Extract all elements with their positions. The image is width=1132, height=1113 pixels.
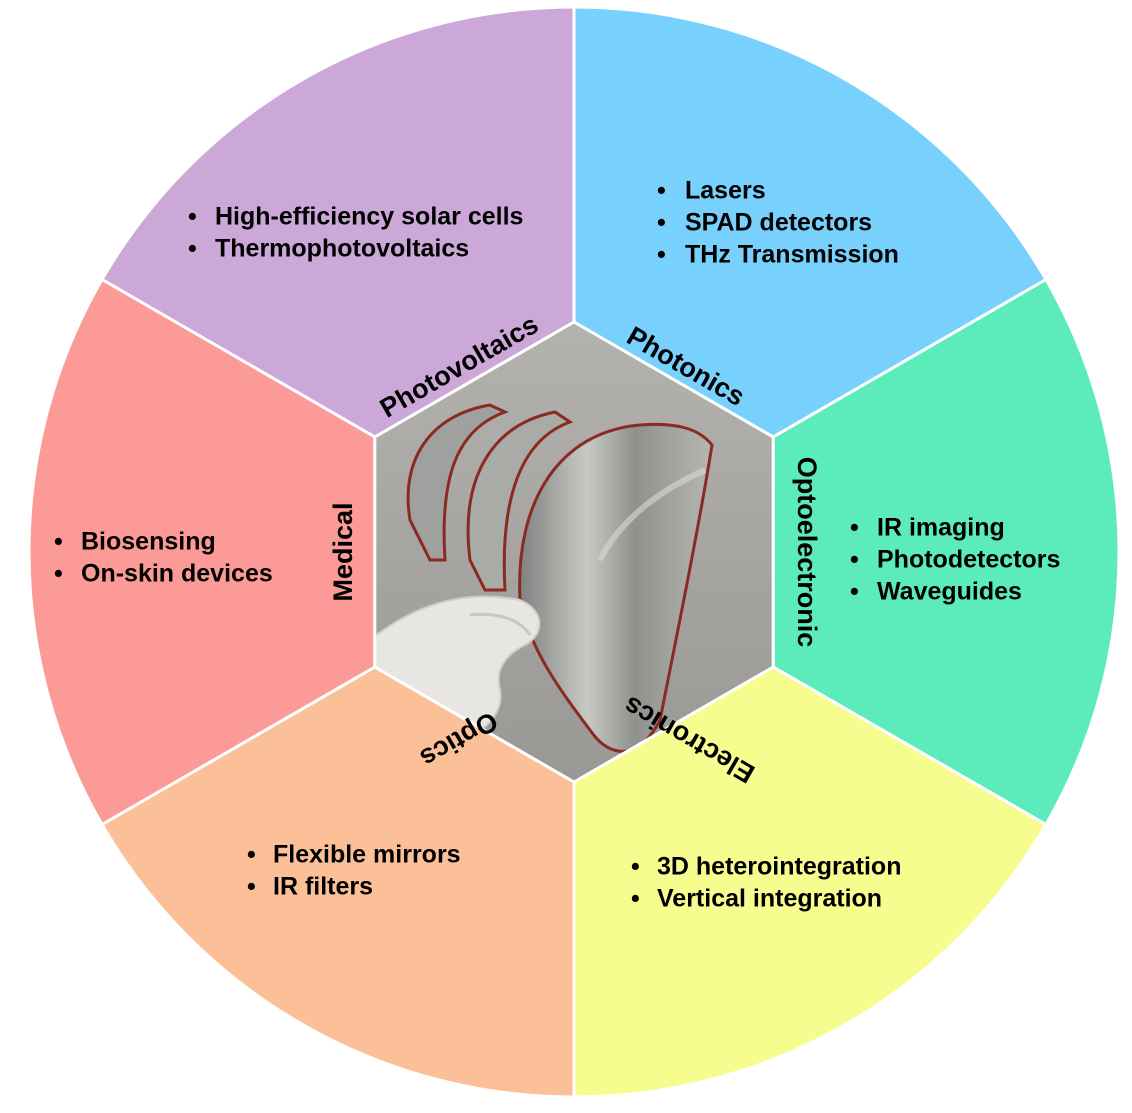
sector-label-optoelectronic: Optoelectronic [792,457,822,648]
bullet-icon: • [188,235,197,263]
item-list-photovoltaics: • High-efficiency solar cells • Thermophoto… [188,203,523,263]
list-item: High-efficiency solar cells [215,203,523,231]
list-item: Vertical integration [657,885,882,913]
list-item: IR filters [273,873,373,901]
list-item: Photodetectors [877,546,1060,574]
bullet-icon: • [631,885,640,913]
bullet-icon: • [850,546,859,574]
item-list-optics: • Flexible mirrors • IR filters [247,841,461,901]
bullet-icon: • [247,841,256,869]
sector-photonics [572,5,1049,439]
item-list-electronics: • 3D heterointegration • Vertical integrati… [631,853,901,913]
item-list-photonics: • Lasers • SPAD detectors • THz Transmission [657,177,899,269]
list-item: SPAD detectors [685,209,872,237]
list-item: Lasers [685,177,766,205]
bullet-icon: • [657,177,666,205]
list-item: 3D heterointegration [657,853,901,881]
sector-label-medical: Medical [328,502,358,601]
list-item: Waveguides [877,578,1022,606]
list-item: THz Transmission [685,241,899,269]
bullet-icon: • [850,514,859,542]
bullet-icon: • [631,853,640,881]
bullet-icon: • [54,528,63,556]
bullet-icon: • [247,873,256,901]
sector-optics [99,665,576,1099]
sector-electronics [572,665,1049,1099]
sector-optoelectronic [771,277,1121,827]
bullet-icon: • [54,560,63,588]
item-list-optoelectronic: • IR imaging • Photodetectors • Waveguides [850,514,1060,606]
bullet-icon: • [850,578,859,606]
list-item: Thermophotovoltaics [215,235,469,263]
list-item: Flexible mirrors [273,841,461,869]
list-item: IR imaging [877,514,1005,542]
bullet-icon: • [657,241,666,269]
sector-photovoltaics [99,5,576,439]
item-list-medical: • Biosensing • On-skin devices [54,528,273,588]
list-item: On-skin devices [81,560,273,588]
sector-medical [27,277,377,827]
list-item: Biosensing [81,528,216,556]
bullet-icon: • [188,203,197,231]
bullet-icon: • [657,209,666,237]
